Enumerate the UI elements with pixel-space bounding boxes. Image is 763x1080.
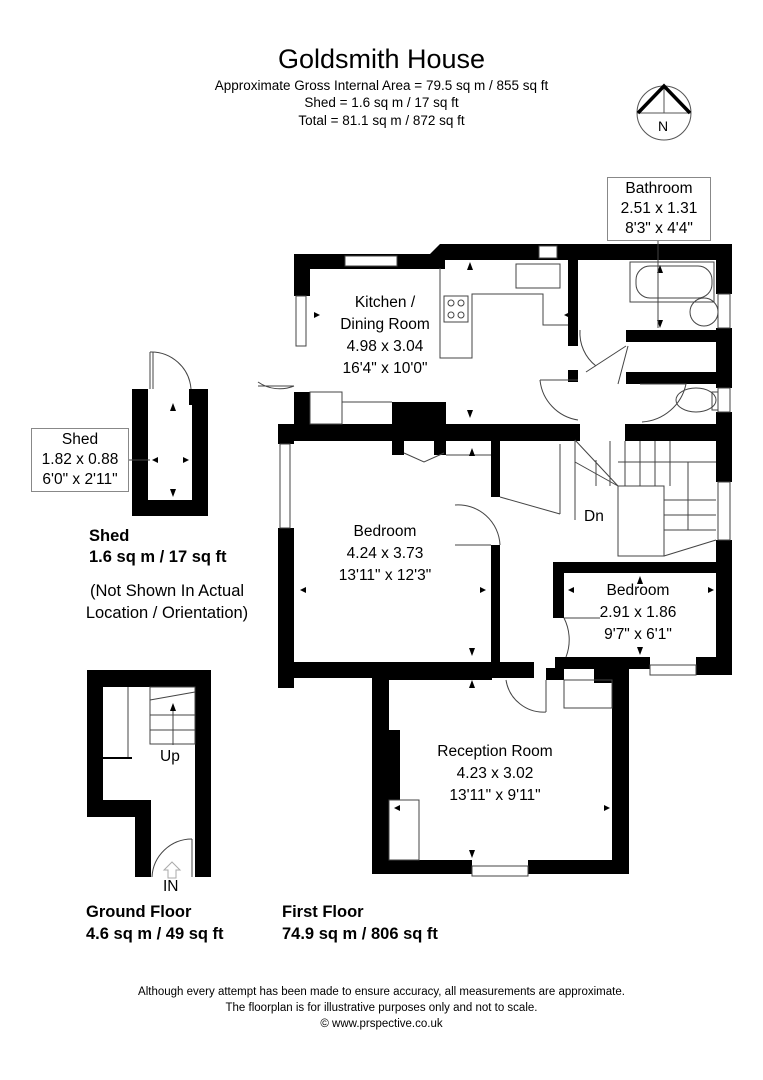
room-dimensions-imperial: 16'4" x 10'0" bbox=[342, 360, 428, 377]
room-label-bedroom-1: Bedroom 4.24 x 3.73 13'11" x 12'3" bbox=[320, 521, 450, 587]
first-floor-title: First Floor bbox=[282, 903, 364, 921]
ground-floor-area: 4.6 sq m / 49 sq ft bbox=[86, 925, 224, 943]
stairs-up-label: Up bbox=[160, 748, 180, 765]
room-dimensions-imperial: 13'11" x 12'3" bbox=[338, 567, 432, 584]
room-dimensions-imperial: 13'11" x 9'11" bbox=[449, 787, 541, 804]
room-dimensions-imperial: 6'0" x 2'11" bbox=[42, 471, 118, 488]
fixtures-and-doors bbox=[257, 261, 719, 861]
room-dimensions-metric: 1.82 x 0.88 bbox=[41, 451, 119, 468]
room-dimensions-imperial: 9'7" x 6'1" bbox=[604, 626, 672, 643]
room-dimensions-metric: 4.24 x 3.73 bbox=[346, 545, 424, 562]
compass-north-label: N bbox=[658, 118, 669, 134]
room-dimensions-metric: 4.23 x 3.02 bbox=[456, 765, 534, 782]
room-dimensions-imperial: 8'3" x 4'4" bbox=[625, 220, 693, 237]
shed-drawing bbox=[132, 351, 208, 516]
room-dimensions-metric: 2.91 x 1.86 bbox=[599, 604, 677, 621]
first-floor-area: 74.9 sq m / 806 sq ft bbox=[282, 925, 438, 943]
room-name: Dining Room bbox=[340, 316, 430, 333]
shed-caption-area: 1.6 sq m / 17 sq ft bbox=[89, 548, 227, 566]
room-dimensions-metric: 4.98 x 3.04 bbox=[346, 338, 424, 355]
plan-title: Goldsmith House bbox=[277, 44, 486, 74]
room-callout-bathroom: Bathroom 2.51 x 1.31 8'3" x 4'4" bbox=[607, 177, 711, 241]
room-name: Bedroom bbox=[606, 582, 670, 599]
stairs-down-label: Dn bbox=[584, 508, 604, 525]
windows bbox=[279, 245, 731, 877]
disclaimer-line-1: Although every attempt has been made to … bbox=[138, 986, 625, 998]
room-name: Shed bbox=[61, 431, 99, 448]
note-line: (Not Shown In Actual bbox=[89, 582, 245, 600]
room-name: Bedroom bbox=[353, 523, 417, 540]
room-name: Bathroom bbox=[625, 180, 693, 197]
disclaimer-line-2: The floorplan is for illustrative purpos… bbox=[225, 1002, 538, 1014]
ground-floor-title: Ground Floor bbox=[86, 903, 192, 921]
shed-area-summary: Shed = 1.6 sq m / 17 sq ft bbox=[304, 95, 459, 110]
shed-location-note: (Not Shown In Actual Location / Orientat… bbox=[72, 580, 262, 624]
room-dimensions-metric: 2.51 x 1.31 bbox=[620, 200, 698, 217]
total-area-summary: Total = 81.1 sq m / 872 sq ft bbox=[298, 113, 465, 128]
entrance-arrow-icon bbox=[162, 861, 182, 879]
room-name: Reception Room bbox=[437, 743, 553, 760]
shed-caption-title: Shed bbox=[89, 527, 130, 545]
room-label-reception: Reception Room 4.23 x 3.02 13'11" x 9'11… bbox=[430, 741, 560, 807]
copyright-line: © www.prspective.co.uk bbox=[320, 1018, 443, 1030]
entrance-label: IN bbox=[163, 878, 179, 895]
gross-internal-area: Approximate Gross Internal Area = 79.5 s… bbox=[214, 78, 549, 93]
room-name: Kitchen / bbox=[354, 294, 416, 311]
room-callout-shed: Shed 1.82 x 0.88 6'0" x 2'11" bbox=[31, 428, 129, 492]
room-label-bedroom-2: Bedroom 2.91 x 1.86 9'7" x 6'1" bbox=[583, 580, 693, 646]
compass-icon bbox=[636, 83, 692, 141]
ground-floor-drawing bbox=[87, 670, 211, 879]
note-line: Location / Orientation) bbox=[85, 604, 249, 622]
room-label-kitchen: Kitchen / Dining Room 4.98 x 3.04 16'4" … bbox=[330, 292, 440, 380]
